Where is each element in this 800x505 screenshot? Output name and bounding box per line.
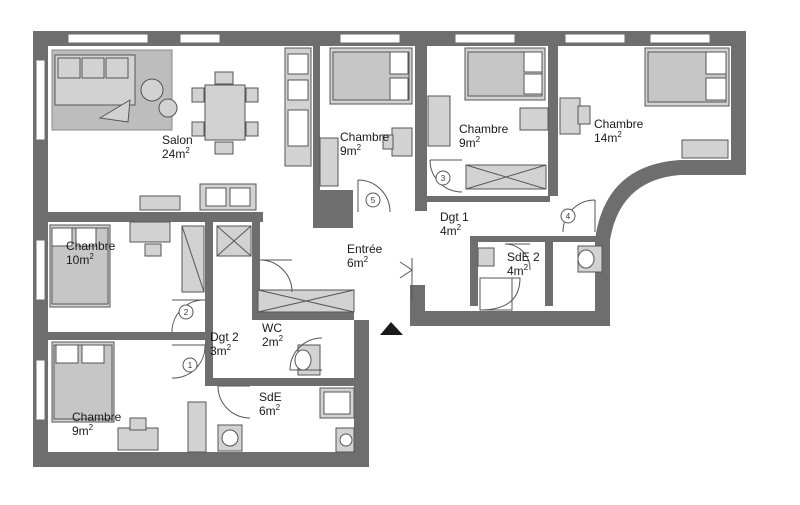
- door-marker: [178, 304, 194, 320]
- room-area: 24m: [162, 147, 186, 161]
- door-number: 1: [188, 361, 193, 370]
- room-chambre-c: Chambre 14m2: [594, 117, 644, 145]
- room-dgt2: Dgt 2 3m2: [210, 330, 239, 358]
- room-area: 4m: [507, 264, 524, 278]
- sideboard: [139, 195, 181, 211]
- room-name: Chambre: [459, 122, 509, 136]
- furniture: [49, 47, 730, 453]
- door-number: 5: [371, 196, 376, 205]
- entrance-arrow-icon: [380, 322, 403, 335]
- room-sde2: SdE 2 4m2: [507, 250, 540, 278]
- room-name: Entrée: [347, 242, 383, 256]
- room-chambre-b: Chambre 9m2: [459, 122, 509, 150]
- coffee-table: [98, 99, 131, 123]
- room-area: 10m: [66, 253, 90, 267]
- door-markers: 1 2 3 4 5: [178, 170, 576, 373]
- room-name: Chambre: [340, 130, 390, 144]
- room-area: 4m: [440, 224, 457, 238]
- room-sde: SdE 6m2: [259, 390, 282, 418]
- sink-2: [477, 247, 495, 267]
- armchair: [140, 78, 164, 102]
- room-area: 6m: [347, 256, 364, 270]
- room-area: 9m: [340, 144, 357, 158]
- wardrobe: [187, 401, 207, 453]
- room-area: 14m: [594, 131, 618, 145]
- room-chambre-d: Chambre 10m2: [66, 239, 116, 267]
- room-name: Dgt 1: [440, 210, 469, 224]
- door-number: 3: [441, 174, 446, 183]
- room-area: 9m: [459, 136, 476, 150]
- door-number: 4: [566, 212, 571, 221]
- room-name: SdE 2: [507, 250, 540, 264]
- shower-2: [479, 277, 521, 311]
- room-area: 6m: [259, 404, 276, 418]
- room-area: 9m: [72, 424, 89, 438]
- door-marker: [365, 192, 381, 208]
- door-marker: [560, 208, 576, 224]
- room-salon: Salon 24m2: [162, 133, 193, 161]
- room-area: 3m: [210, 344, 227, 358]
- room-wc: WC 2m2: [262, 321, 284, 349]
- room-area: 2m: [262, 335, 279, 349]
- room-name: Chambre: [72, 410, 122, 424]
- wardrobe: [319, 137, 339, 187]
- room-entree: Entrée 6m2: [347, 242, 383, 270]
- room-chambre-e: Chambre 9m2: [72, 410, 122, 438]
- room-name: WC: [262, 321, 282, 335]
- room-dgt1: Dgt 1 4m2: [440, 210, 469, 238]
- room-name: Dgt 2: [210, 330, 239, 344]
- door-marker: [435, 170, 451, 186]
- dining-table: [204, 84, 246, 141]
- interior-walls: [48, 46, 605, 386]
- door-marker: [182, 357, 198, 373]
- room-name: Chambre: [594, 117, 644, 131]
- windows: [35, 33, 711, 421]
- room-name: SdE: [259, 390, 282, 404]
- door-number: 2: [184, 308, 189, 317]
- room-chambre-a: Chambre 9m2: [340, 130, 390, 158]
- room-name: Salon: [162, 133, 193, 147]
- room-name: Chambre: [66, 239, 116, 253]
